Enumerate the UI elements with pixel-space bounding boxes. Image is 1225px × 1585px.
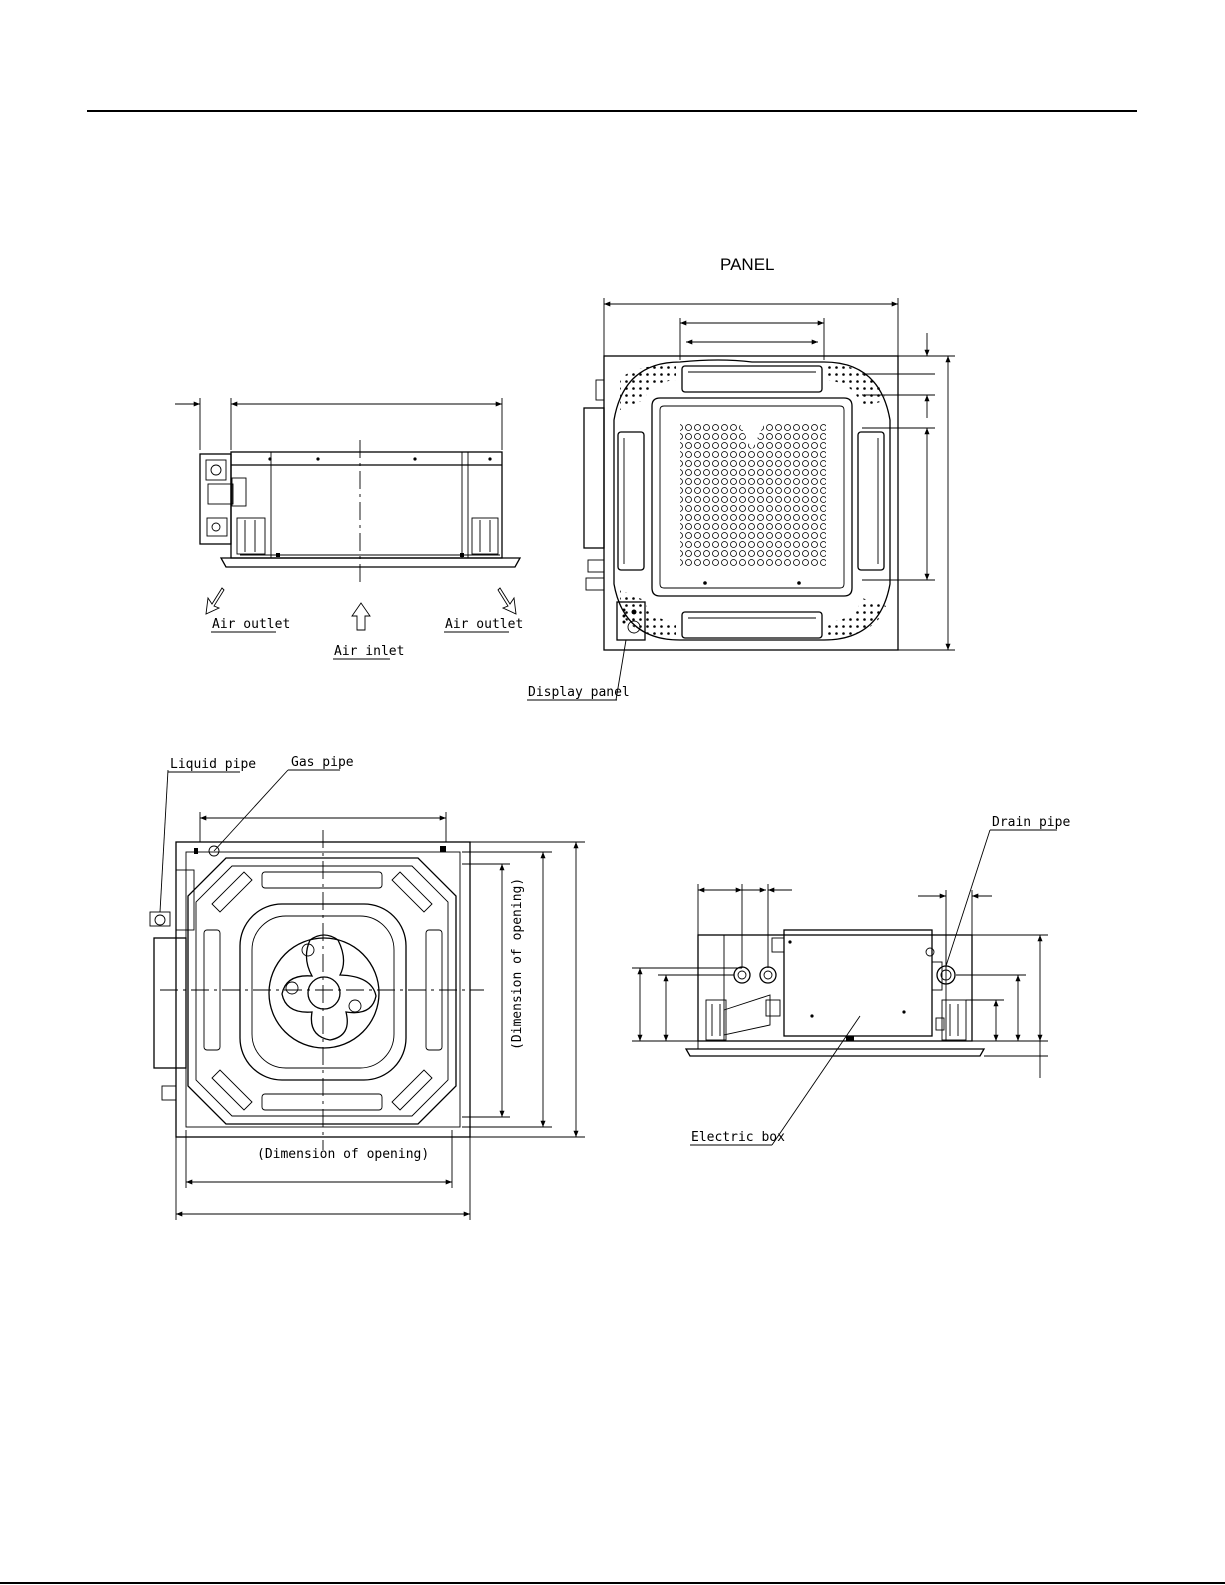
panel-title: PANEL xyxy=(720,255,775,274)
drain-pipe-label: Drain pipe xyxy=(992,815,1070,830)
air-outlet-left-label: Air outlet xyxy=(212,617,290,632)
air-inlet-label: Air inlet xyxy=(334,644,404,659)
dimension-of-opening-h-label: (Dimension of opening) xyxy=(257,1147,429,1162)
air-outlet-right-label: Air outlet xyxy=(445,617,523,632)
dimension-of-opening-v-label: (Dimension of opening) xyxy=(510,878,525,1050)
panel-view xyxy=(584,298,955,700)
electric-box-label: Electric box xyxy=(691,1130,785,1145)
liquid-pipe-label: Liquid pipe xyxy=(170,757,256,772)
gas-pipe-label: Gas pipe xyxy=(291,755,354,770)
display-panel-label: Display panel xyxy=(528,685,630,700)
front-view-unit xyxy=(632,830,1048,1145)
side-view-unit xyxy=(175,398,520,630)
